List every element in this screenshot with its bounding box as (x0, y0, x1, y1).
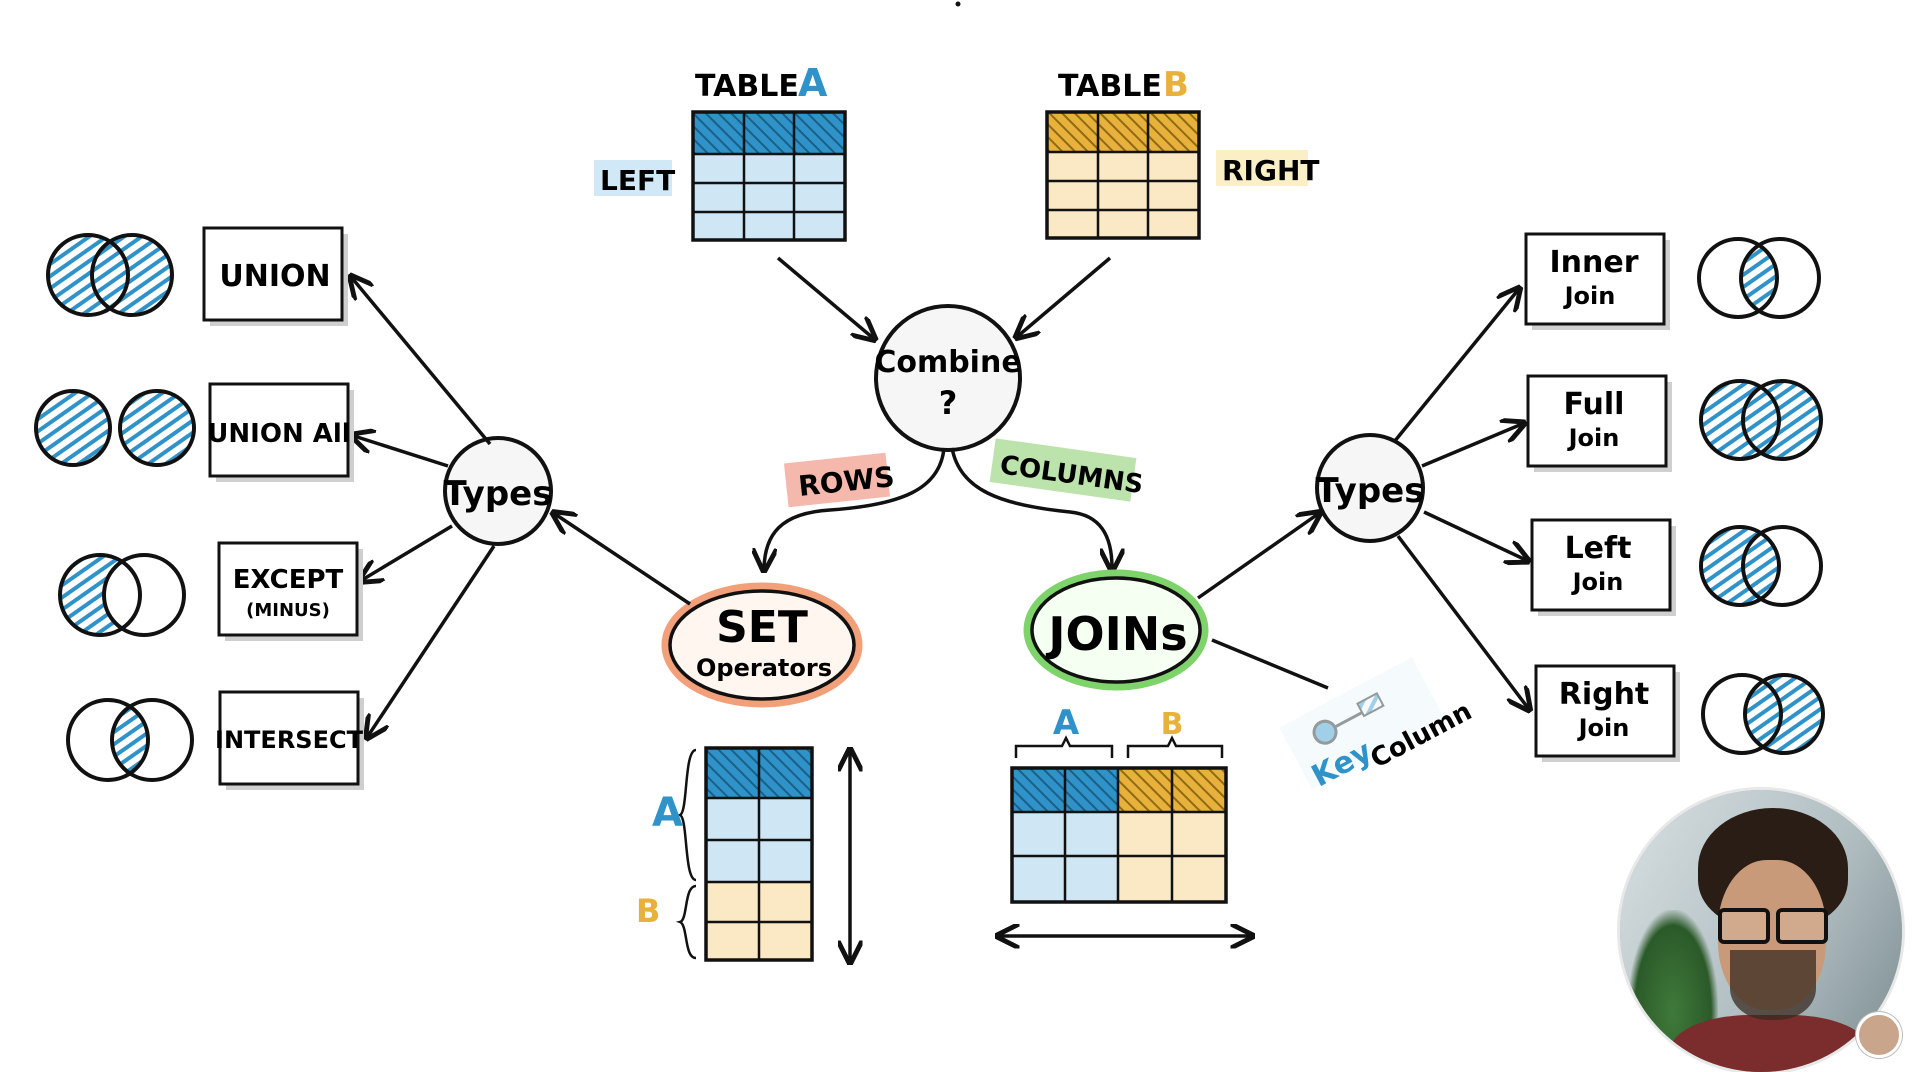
table-b: TABLE B RIGHT (1045, 65, 1320, 240)
table-b-letter: B (1163, 65, 1189, 105)
left-join-line2: Join (1571, 568, 1624, 596)
table-a-title: TABLE (695, 69, 799, 104)
join-types-label: Types (1316, 471, 1425, 511)
arrow-combine-to-set (764, 447, 946, 568)
operators-label: Operators (696, 654, 832, 682)
arrow-table-b-to-combine (1018, 256, 1112, 336)
stack-a-label: A (652, 790, 683, 836)
full-join-venn-icon (1699, 379, 1823, 461)
stack-b-label: B (636, 892, 660, 930)
key-column: Key Column (1279, 657, 1477, 794)
left-join-venn-icon (1699, 525, 1823, 607)
joins-wide-table: A B (1000, 703, 1250, 936)
rows-chip: ROWS (783, 452, 896, 508)
presenter-webcam (1620, 790, 1902, 1072)
table-a-letter: A (798, 61, 828, 105)
union-all-venn-icon (34, 389, 196, 467)
line-joins-to-key (1211, 638, 1329, 690)
inner-join-line1: Inner (1549, 245, 1638, 280)
intersect-label: INTERSECT (215, 726, 364, 754)
avatar (1856, 1012, 1902, 1058)
except-item: EXCEPT (MINUS) (58, 541, 363, 641)
union-all-label: UNION All (207, 419, 350, 449)
full-join-line2: Join (1567, 424, 1620, 452)
inner-join-venn-icon (1697, 237, 1821, 319)
set-stacked-table: A B (636, 746, 850, 960)
right-label: RIGHT (1222, 154, 1320, 187)
except-venn-icon (58, 553, 186, 637)
set-label: SET (716, 602, 808, 653)
right-join-item: Right Join (1534, 664, 1825, 762)
glasses (1718, 908, 1830, 944)
columns-chip: COLUMNS (989, 438, 1145, 502)
intersect-venn-icon (66, 698, 194, 782)
arrow-joins-to-types (1196, 514, 1318, 600)
union-label: UNION (219, 259, 330, 294)
except-sub-label: (MINUS) (246, 600, 330, 621)
union-item: UNION (46, 226, 348, 326)
joins-label: JOINs (1045, 607, 1187, 661)
side-b-label: B (1161, 707, 1184, 742)
table-a: TABLE A LEFT (594, 61, 847, 242)
except-label: EXCEPT (233, 565, 344, 595)
right-join-line2: Join (1577, 714, 1630, 742)
arrow-set-to-types (555, 514, 691, 606)
inner-join-line2: Join (1563, 282, 1616, 310)
combine-label: Combine (874, 345, 1021, 380)
combine-node: Combine ? (874, 304, 1022, 452)
left-join-item: Left Join (1530, 518, 1823, 616)
left-join-line1: Left (1565, 531, 1632, 566)
table-b-title: TABLE (1058, 69, 1162, 104)
set-operators-node: SET Operators (661, 582, 863, 708)
set-types-node: Types (443, 436, 553, 546)
inner-join-item: Inner Join (1524, 232, 1821, 330)
arrow-table-a-to-combine (776, 256, 873, 338)
union-venn-icon (46, 233, 174, 317)
right-join-venn-icon (1701, 673, 1825, 755)
join-types-node: Types (1315, 433, 1425, 543)
full-join-line1: Full (1564, 387, 1625, 422)
full-join-item: Full Join (1526, 374, 1823, 472)
combine-question: ? (939, 384, 958, 422)
union-all-item: UNION All (34, 382, 354, 482)
joins-node: JOINs (1023, 569, 1209, 691)
left-label: LEFT (600, 164, 675, 197)
intersect-item: INTERSECT (66, 690, 364, 790)
right-join-line1: Right (1559, 677, 1650, 712)
arrow-combine-to-joins (950, 447, 1112, 568)
set-types-label: Types (444, 474, 553, 514)
